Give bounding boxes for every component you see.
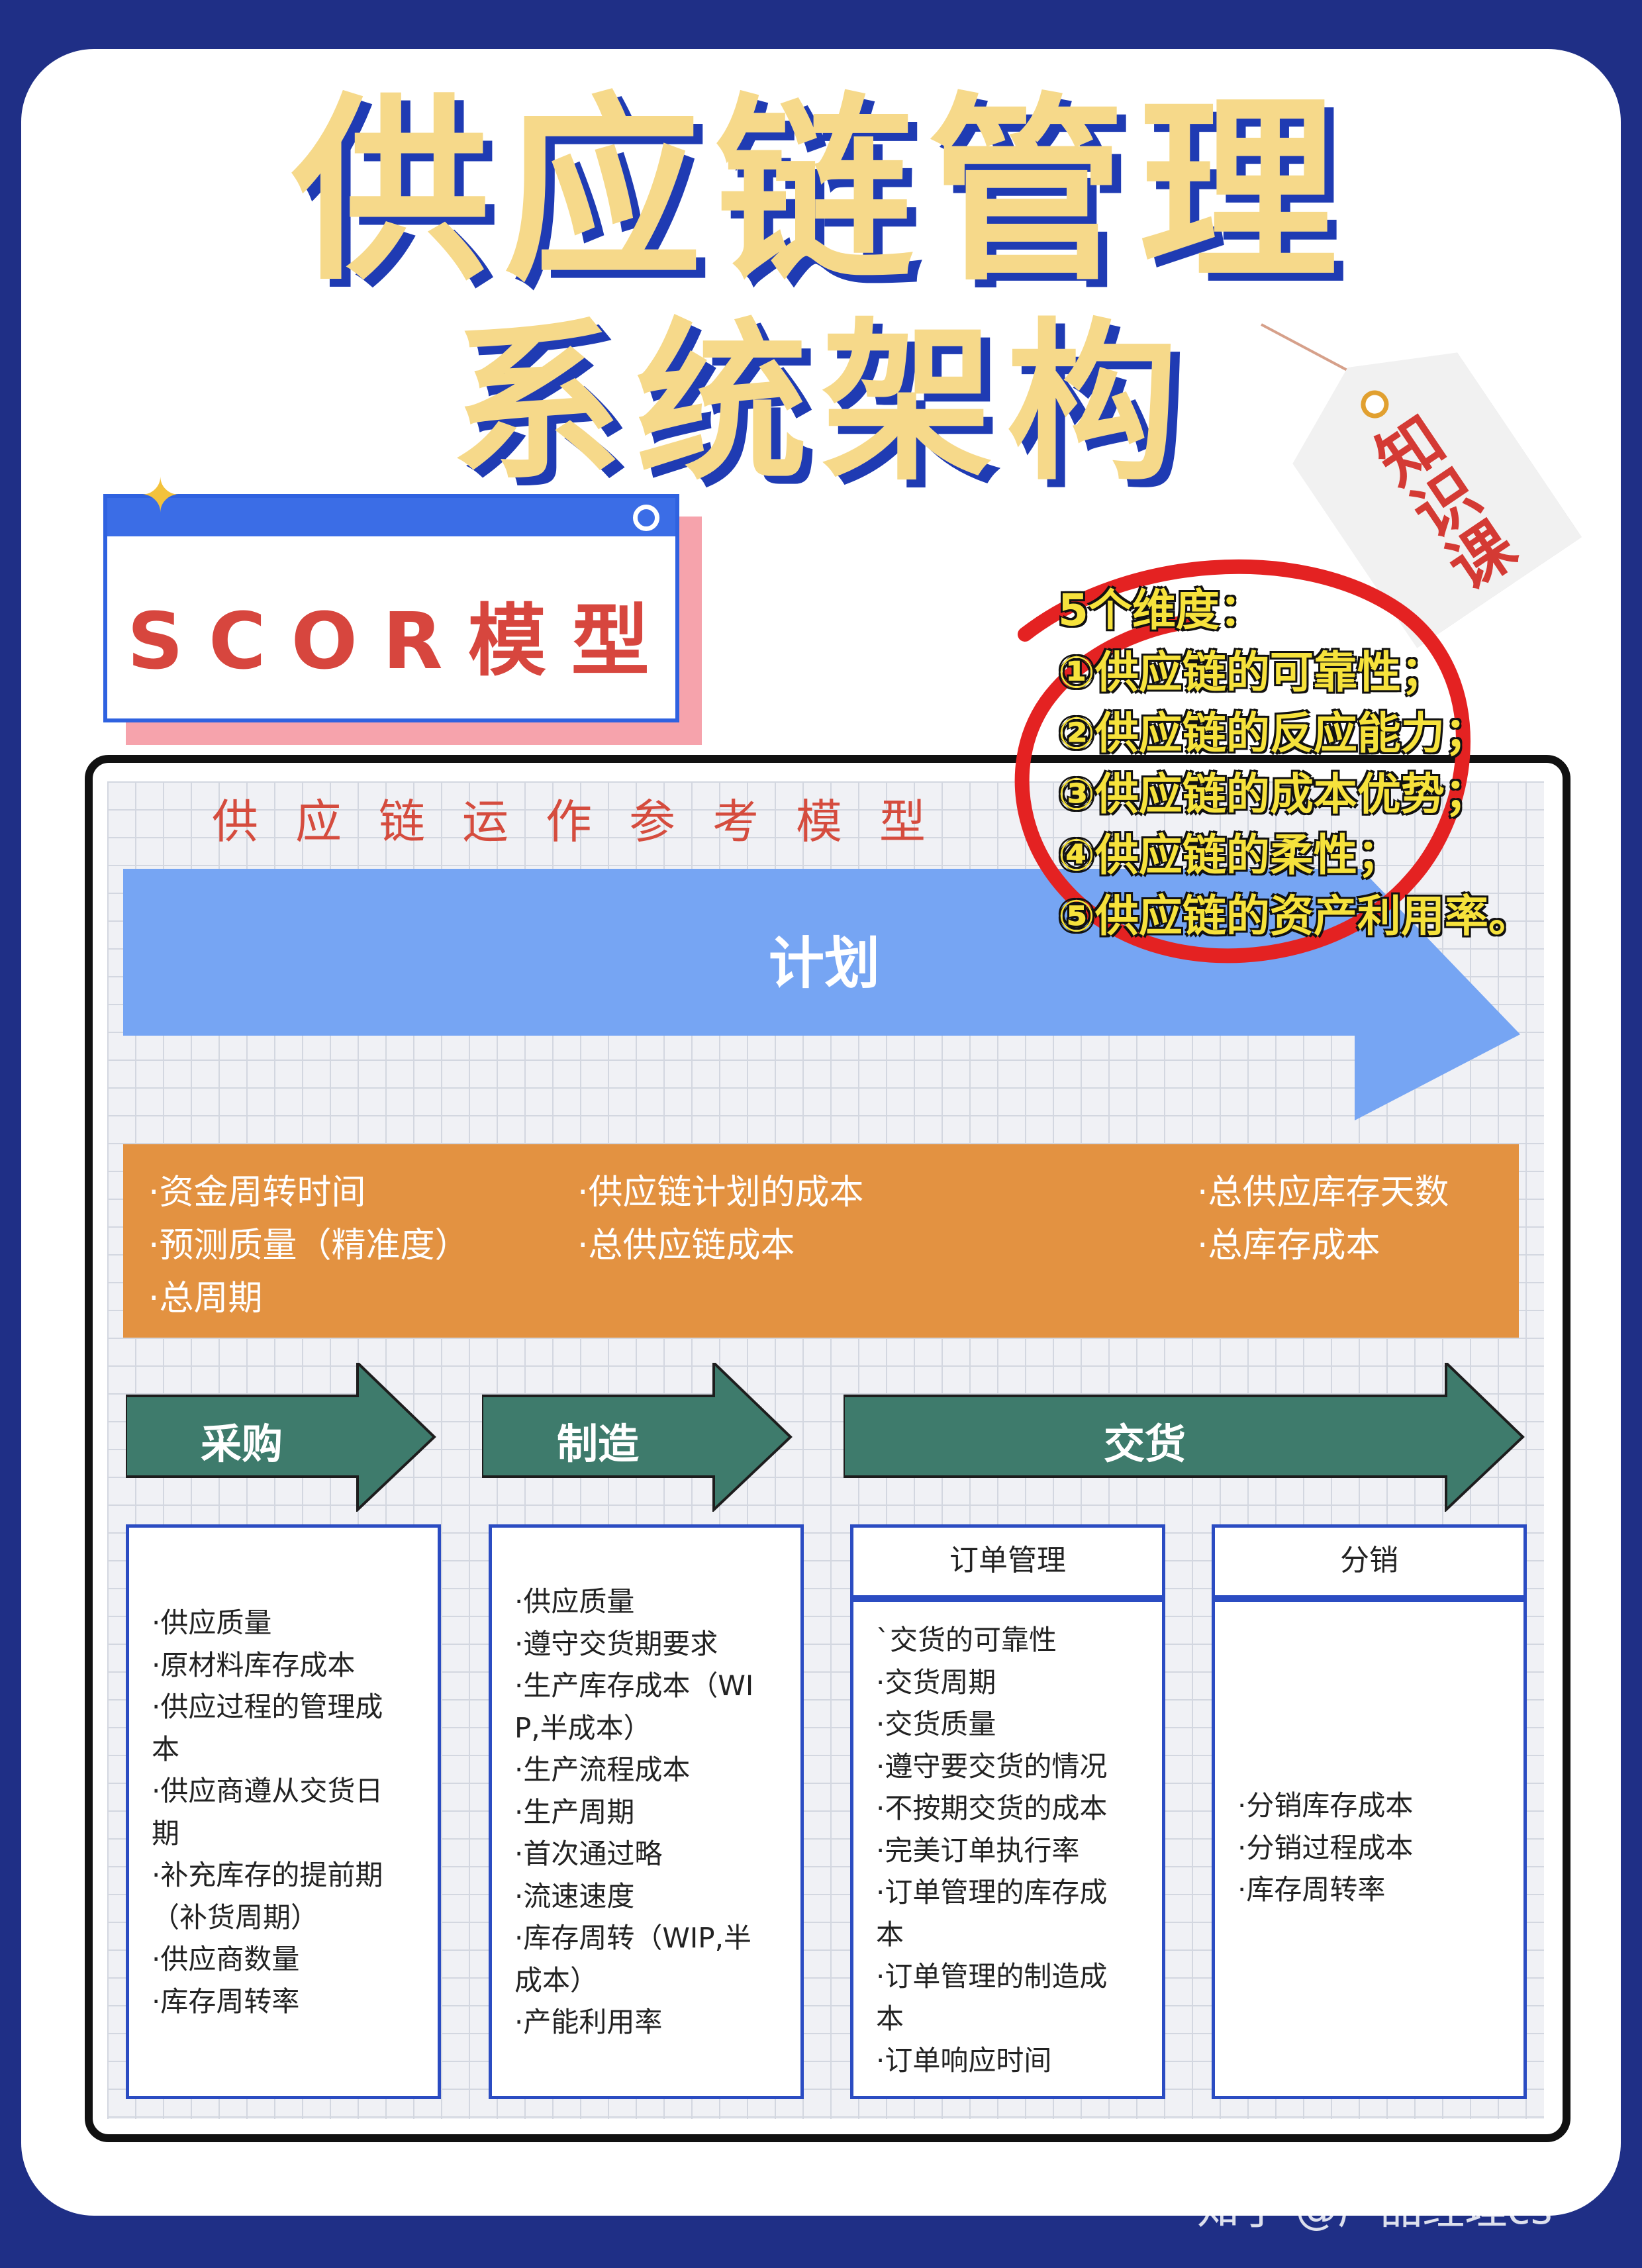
scor-label: SCOR模型 xyxy=(127,595,675,687)
list-item: 本 xyxy=(876,1918,904,1951)
list-item: ·供应商遵从交货日 xyxy=(152,1775,383,1807)
list-item: ·分销库存成本 xyxy=(1237,1789,1414,1822)
list-item: 期 xyxy=(152,1816,180,1849)
list-item: ·供应质量 xyxy=(514,1585,635,1618)
list-item: ·订单管理的制造成 xyxy=(876,1960,1108,1993)
window-dot-icon xyxy=(633,505,659,531)
scor-box: SCOR模型 xyxy=(103,494,679,722)
scor-box-titlebar xyxy=(107,498,675,536)
list-item: ·供应过程的管理成 xyxy=(152,1691,383,1723)
list-item: ·流速速度 xyxy=(514,1879,635,1912)
procurement-arrow xyxy=(126,1363,436,1512)
annotation-item: ③供应链的成本优势； xyxy=(1058,769,1488,820)
procurement-label: 采购 xyxy=(200,1420,283,1468)
plan-metric: ·总库存成本 xyxy=(1197,1226,1380,1265)
list-item: ·遵守要交货的情况 xyxy=(876,1750,1108,1783)
list-item: ·完美订单执行率 xyxy=(876,1834,1080,1867)
main-title-line-2: 系统架构 xyxy=(450,304,1192,504)
plan-metric: ·总供应库存天数 xyxy=(1197,1173,1449,1212)
plan-metric: ·供应链计划的成本 xyxy=(577,1173,864,1212)
annotation-item: ①供应链的可靠性； xyxy=(1058,647,1445,698)
list-item: ·补充库存的提前期 xyxy=(152,1859,383,1891)
order-management-header: 订单管理 xyxy=(850,1524,1165,1599)
order-management-metrics-box: `交货的可靠性 ·交货周期 ·交货质量 ·遵守要交货的情况 ·不按期交货的成本 … xyxy=(850,1599,1165,2099)
plan-metric: ·总周期 xyxy=(148,1279,263,1318)
distribution-header: 分销 xyxy=(1212,1524,1527,1599)
procurement-metrics-box: ·供应质量 ·原材料库存成本 ·供应过程的管理成 本 ·供应商遵从交货日 期 ·… xyxy=(126,1524,441,2099)
list-item: ·原材料库存成本 xyxy=(152,1648,356,1681)
annotation-heading: 5个维度： xyxy=(1058,585,1263,636)
model-title: 供应链运作参考模型 xyxy=(212,795,963,849)
plan-arrow xyxy=(123,869,1520,1120)
list-item: ·库存周转（WIP,半 xyxy=(514,1922,751,1954)
manufacturing-metrics-list: ·供应质量 ·遵守交货期要求 ·生产库存成本（WI P,半成本） ·生产流程成本… xyxy=(514,1581,753,2044)
list-item: ·订单响应时间 xyxy=(876,2044,1052,2077)
delivery-arrow xyxy=(844,1363,1525,1512)
list-item: ·交货质量 xyxy=(876,1708,996,1740)
plan-label: 计划 xyxy=(768,931,880,996)
list-item: ·首次通过略 xyxy=(514,1838,663,1870)
list-item: ·库存周转率 xyxy=(1237,1873,1386,1906)
list-item: ·生产流程成本 xyxy=(514,1753,691,1786)
annotation-item: ④供应链的柔性； xyxy=(1058,830,1401,881)
annotation-item: ⑤供应链的资产利用率。 xyxy=(1058,891,1532,942)
delivery-label: 交货 xyxy=(1103,1420,1186,1468)
manufacturing-label: 制造 xyxy=(556,1420,639,1468)
list-item: ·供应商数量 xyxy=(152,1943,300,1975)
watermark: 知乎 @产品经理cs xyxy=(1197,2185,1553,2234)
procurement-metrics-list: ·供应质量 ·原材料库存成本 ·供应过程的管理成 本 ·供应商遵从交货日 期 ·… xyxy=(152,1602,383,2022)
list-item: `交货的可靠性 xyxy=(876,1624,1057,1656)
plan-metrics-band: ·资金周转时间 ·预测质量（精准度） ·总周期 ·供应链计划的成本 ·总供应链成… xyxy=(123,1144,1519,1338)
list-item: ·订单管理的库存成 xyxy=(876,1876,1108,1908)
list-item: 成本） xyxy=(514,1963,599,1997)
list-item: 本 xyxy=(876,2002,904,2035)
list-item: ·库存周转率 xyxy=(152,1985,300,2018)
plan-metric: ·总供应链成本 xyxy=(577,1226,795,1265)
list-item: P,半成本） xyxy=(514,1711,652,1744)
manufacturing-arrow xyxy=(482,1363,793,1512)
list-item: ·遵守交货期要求 xyxy=(514,1627,718,1660)
list-item: ·不按期交货的成本 xyxy=(876,1792,1108,1824)
list-item: ·交货周期 xyxy=(876,1665,996,1699)
sparkle-icon: ✦ xyxy=(140,468,181,523)
plan-metric: ·预测质量（精准度） xyxy=(148,1226,469,1265)
manufacturing-metrics-box: ·供应质量 ·遵守交货期要求 ·生产库存成本（WI P,半成本） ·生产流程成本… xyxy=(489,1524,804,2099)
list-item: 本 xyxy=(152,1732,180,1765)
list-item: ·生产库存成本（WI xyxy=(514,1669,754,1702)
distribution-metrics-box: ·分销库存成本 ·分销过程成本 ·库存周转率 xyxy=(1212,1599,1527,2099)
list-item: （补货周期） xyxy=(152,1900,319,1934)
plan-metric: ·资金周转时间 xyxy=(148,1173,366,1212)
annotation-item: ②供应链的反应能力； xyxy=(1058,708,1488,759)
list-item: ·分销过程成本 xyxy=(1237,1831,1414,1864)
list-item: ·供应质量 xyxy=(152,1606,272,1639)
main-title-line-1: 供应链管理 xyxy=(291,76,1351,307)
list-item: ·产能利用率 xyxy=(514,2006,663,2038)
order-metrics-list: `交货的可靠性 ·交货周期 ·交货质量 ·遵守要交货的情况 ·不按期交货的成本 … xyxy=(876,1619,1107,2082)
list-item: ·生产周期 xyxy=(514,1795,635,1828)
distribution-metrics-list: ·分销库存成本 ·分销过程成本 ·库存周转率 xyxy=(1237,1785,1413,1911)
